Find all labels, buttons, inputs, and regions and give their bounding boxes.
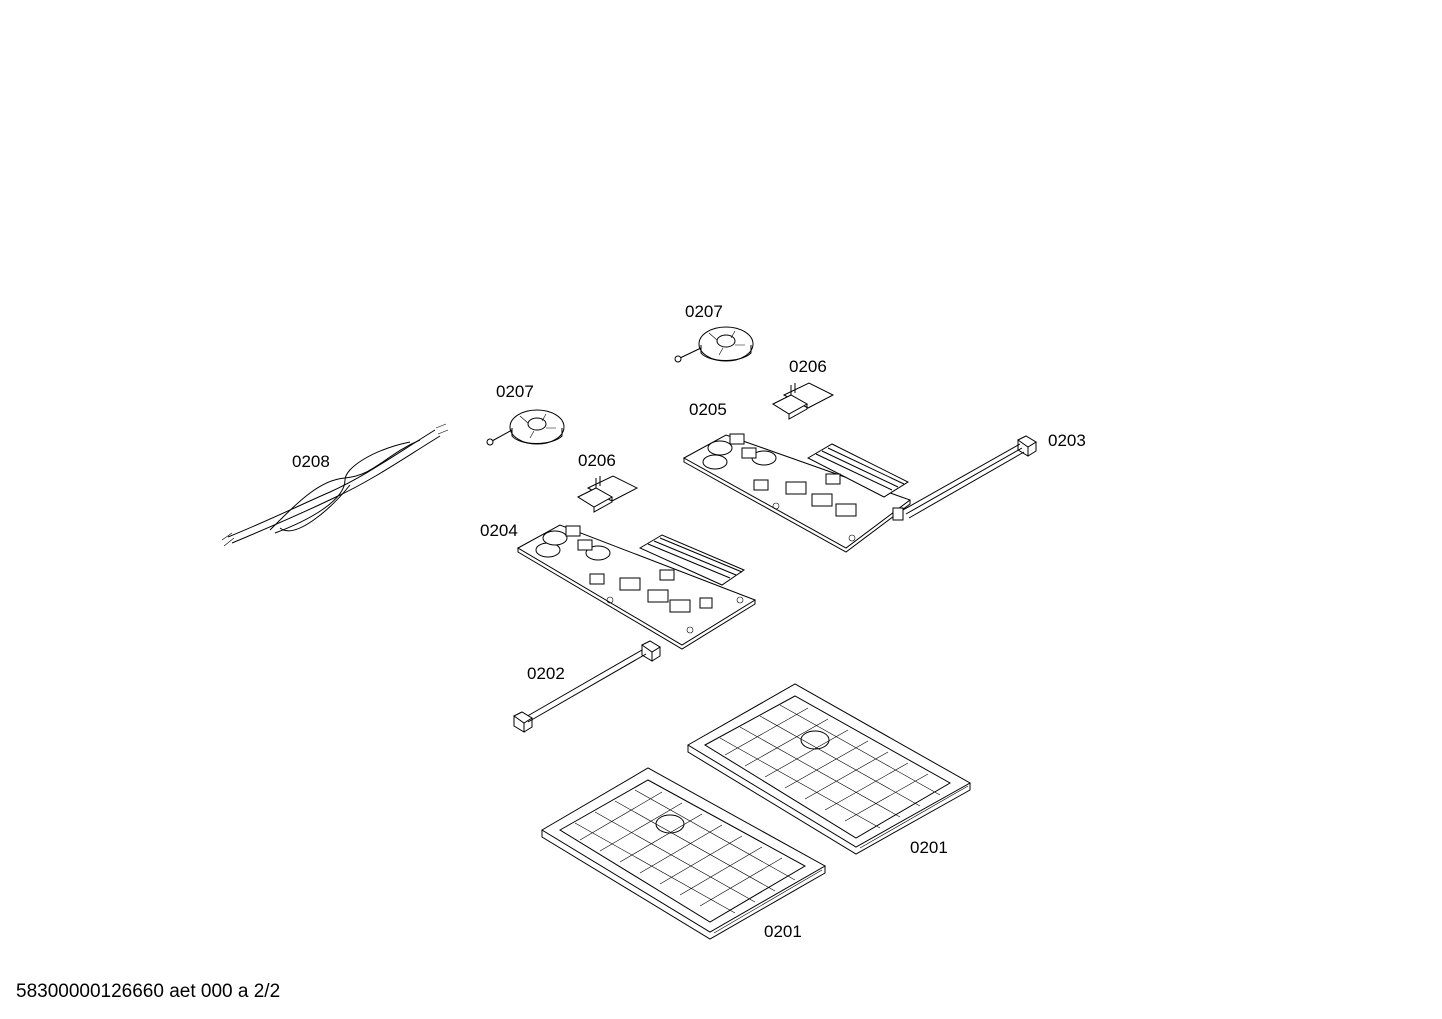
ribbon-cable-0202 [513, 640, 661, 733]
callout-0207-left: 0207 [496, 382, 534, 401]
coil-0207-right [674, 326, 754, 363]
callout-0202: 0202 [527, 664, 565, 683]
callout-0201-left: 0201 [764, 922, 802, 941]
shield-0206-right [771, 382, 835, 420]
circuit-board-0204 [516, 524, 757, 650]
callout-0204: 0204 [480, 521, 518, 540]
circuit-board-0205 [682, 433, 912, 553]
callout-0208: 0208 [292, 452, 330, 471]
callout-0205: 0205 [689, 400, 727, 419]
callout-0201-right: 0201 [910, 838, 948, 857]
coil-0207-left [486, 409, 565, 446]
base-tray-0201-left [541, 767, 827, 940]
callout-0203: 0203 [1048, 431, 1086, 450]
power-cable-0208 [221, 423, 449, 547]
base-tray-0201-right [687, 683, 972, 855]
wire-harness-0203 [902, 435, 1037, 519]
callout-0206-right: 0206 [789, 357, 827, 376]
callout-0206-left: 0206 [578, 451, 616, 470]
shield-0206-left [576, 475, 639, 513]
callout-0207-right: 0207 [685, 302, 723, 321]
document-id: 58300000126660 aet 000 a 2/2 [16, 981, 281, 1002]
